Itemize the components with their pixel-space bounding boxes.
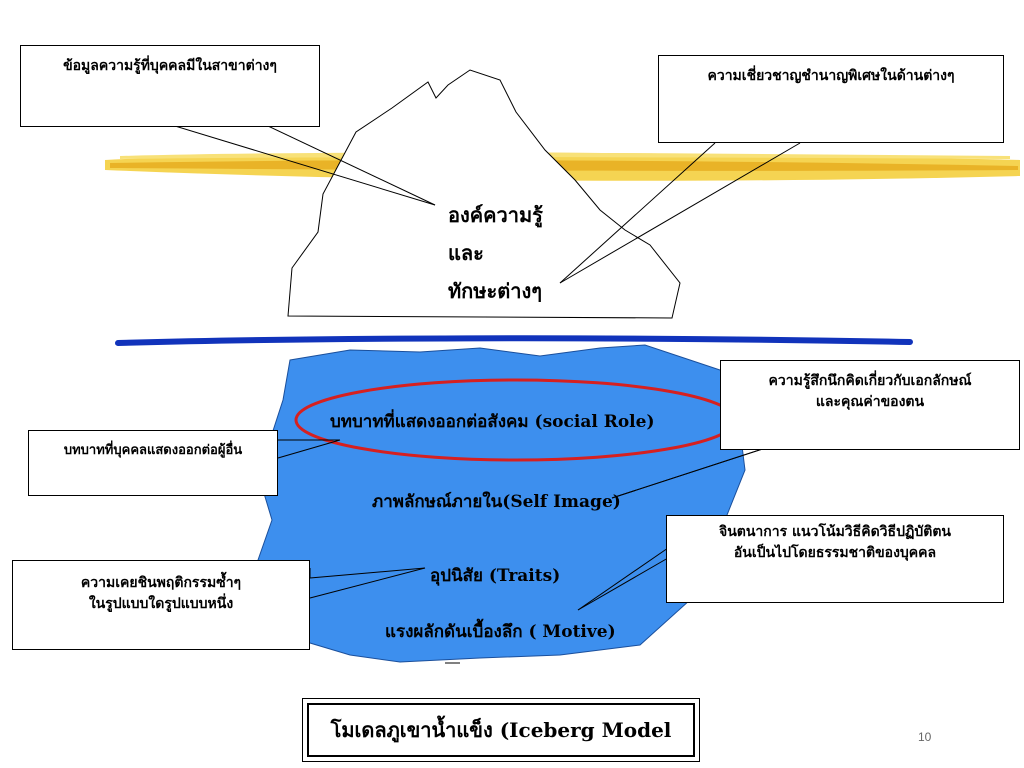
label-social-role: บทบาทที่แสดงออกต่อสังคม (social Role) — [330, 412, 655, 432]
callout-imagination: จินตนาการ แนวโน้มวิธีคิดวิธีปฏิบัติตน อั… — [666, 515, 1004, 603]
callout-knowledge: ข้อมูลความรู้ที่บุคคลมีในสาขาต่างๆ — [20, 45, 320, 127]
top-iceberg-line3: ทักษะต่างๆ — [448, 279, 542, 303]
top-iceberg-outline — [287, 69, 681, 319]
label-self-image: ภาพลักษณ์ภายใน(Self Image) — [372, 492, 621, 512]
label-traits: อุปนิสัย (Traits) — [430, 566, 561, 586]
top-iceberg-line1: องค์ความรู้ — [448, 203, 543, 227]
callout-habit-line2: ในรูปแบบใดรูปแบบหนึ่ง — [88, 596, 234, 612]
callout-role-shown-text: บทบาทที่บุคคลแสดงออกต่อผู้อื่น — [63, 443, 243, 458]
callout-imagination-line1: จินตนาการ แนวโน้มวิธีคิดวิธีปฏิบัติตน — [719, 524, 951, 540]
title-frame: โมเดลภูเขาน้ำแข็ง (Iceberg Model — [302, 698, 700, 762]
top-iceberg-line2: และ — [448, 241, 484, 265]
callout-self-feeling-line2: และคุณค่าของตน — [815, 394, 925, 410]
page-number: 10 — [918, 730, 932, 744]
top-iceberg-text: องค์ความรู้ และ ทักษะต่างๆ — [448, 196, 543, 310]
waterline — [115, 335, 913, 346]
callout-role-shown: บทบาทที่บุคคลแสดงออกต่อผู้อื่น — [28, 430, 278, 496]
callout-knowledge-text: ข้อมูลความรู้ที่บุคคลมีในสาขาต่างๆ — [63, 58, 277, 74]
callout-habit: ความเคยชินพฤติกรรมซ้ำๆ ในรูปแบบใดรูปแบบห… — [12, 560, 310, 650]
label-motive: แรงผลักดันเบื้องลึก ( Motive) — [385, 622, 616, 642]
callout-expertise: ความเชี่ยวชาญชำนาญพิเศษในด้านต่างๆ — [658, 55, 1004, 143]
callout-habit-line1: ความเคยชินพฤติกรรมซ้ำๆ — [80, 575, 242, 591]
callout-self-feeling-line1: ความรู้สึกนึกคิดเกี่ยวกับเอกลักษณ์ — [768, 373, 972, 389]
callout-lines — [174, 125, 801, 611]
callout-expertise-text: ความเชี่ยวชาญชำนาญพิเศษในด้านต่างๆ — [707, 68, 955, 84]
callout-self-feeling: ความรู้สึกนึกคิดเกี่ยวกับเอกลักษณ์ และคุ… — [720, 360, 1020, 450]
callout-imagination-line2: อันเป็นไปโดยธรรมชาติของบุคคล — [733, 545, 937, 561]
slide-title: โมเดลภูเขาน้ำแข็ง (Iceberg Model — [307, 703, 695, 757]
